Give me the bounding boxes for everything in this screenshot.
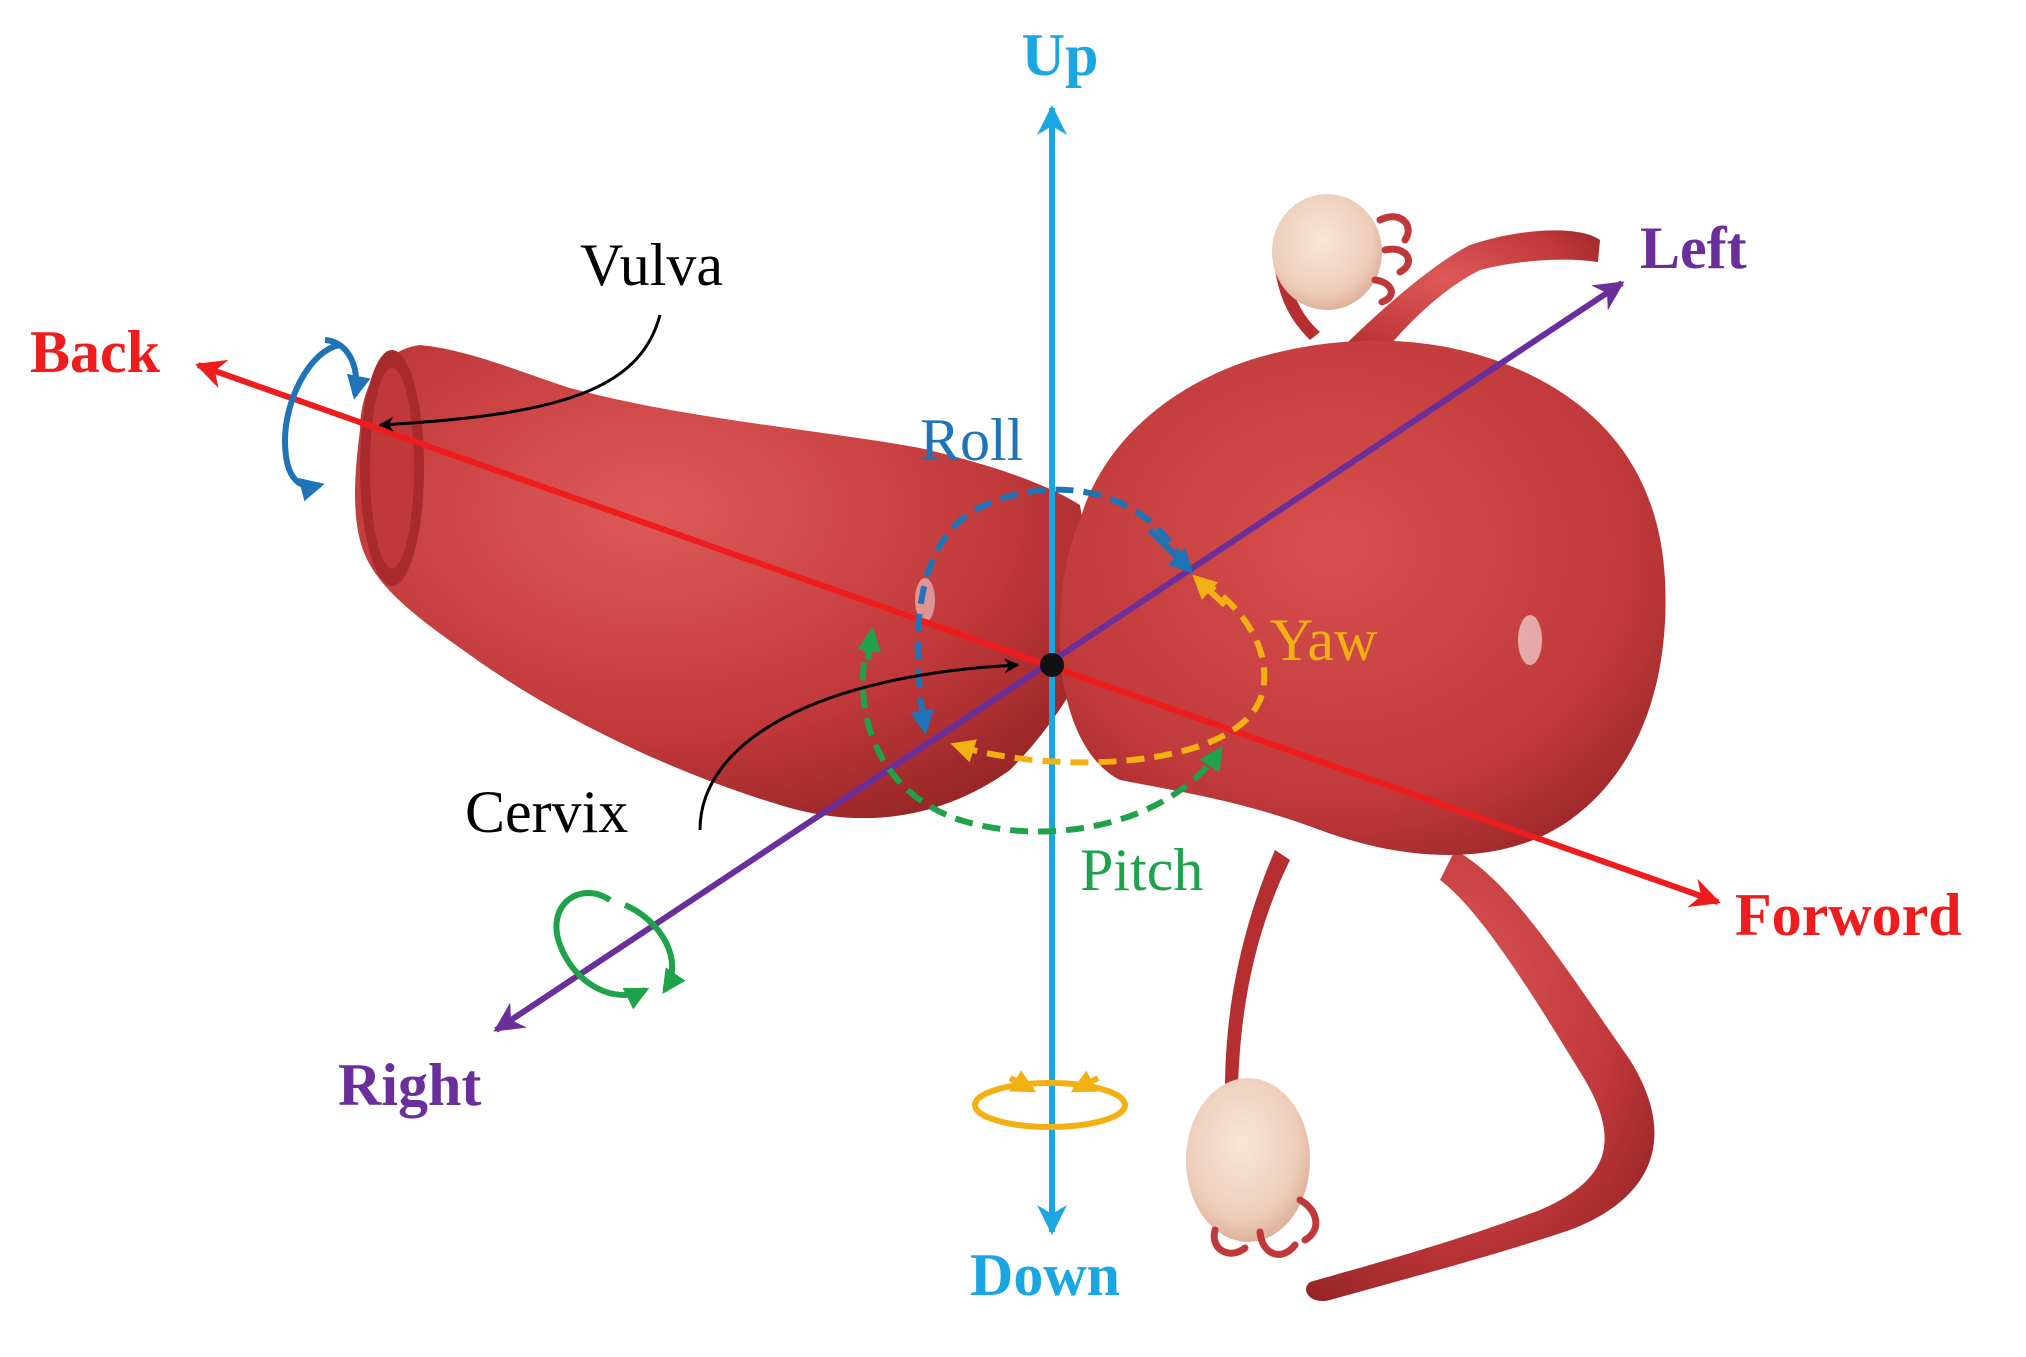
back-label: Back — [30, 319, 161, 385]
cervix-leader — [698, 658, 1020, 831]
down-label: Down — [970, 1242, 1120, 1308]
roll-arc — [910, 486, 1188, 735]
forward-label: Forword — [1735, 882, 1962, 948]
left-label: Left — [1640, 215, 1747, 281]
origin-point — [1040, 653, 1064, 677]
vulva-leader — [378, 314, 662, 432]
roll-label: Roll — [920, 407, 1023, 473]
right-label: Right — [338, 1052, 481, 1118]
yaw-rotation-icon — [972, 1070, 1128, 1130]
up-label: Up — [1022, 22, 1099, 88]
pitch-rotation-icon — [553, 889, 686, 1010]
roll-rotation-icon — [281, 337, 371, 502]
yaw-arc — [950, 577, 1268, 766]
left-ovary — [1272, 194, 1412, 310]
right-ovarian-ligament — [1225, 850, 1290, 1090]
vulva-label: Vulva — [580, 232, 723, 298]
pitch-arc — [859, 634, 1223, 835]
right-ovary — [1186, 1078, 1320, 1258]
uterus-illustration — [355, 194, 1666, 1301]
right-fallopian-tube — [1306, 850, 1655, 1301]
yaw-label: Yaw — [1270, 607, 1378, 673]
pitch-label: Pitch — [1080, 837, 1203, 903]
cervix-label: Cervix — [465, 779, 628, 845]
